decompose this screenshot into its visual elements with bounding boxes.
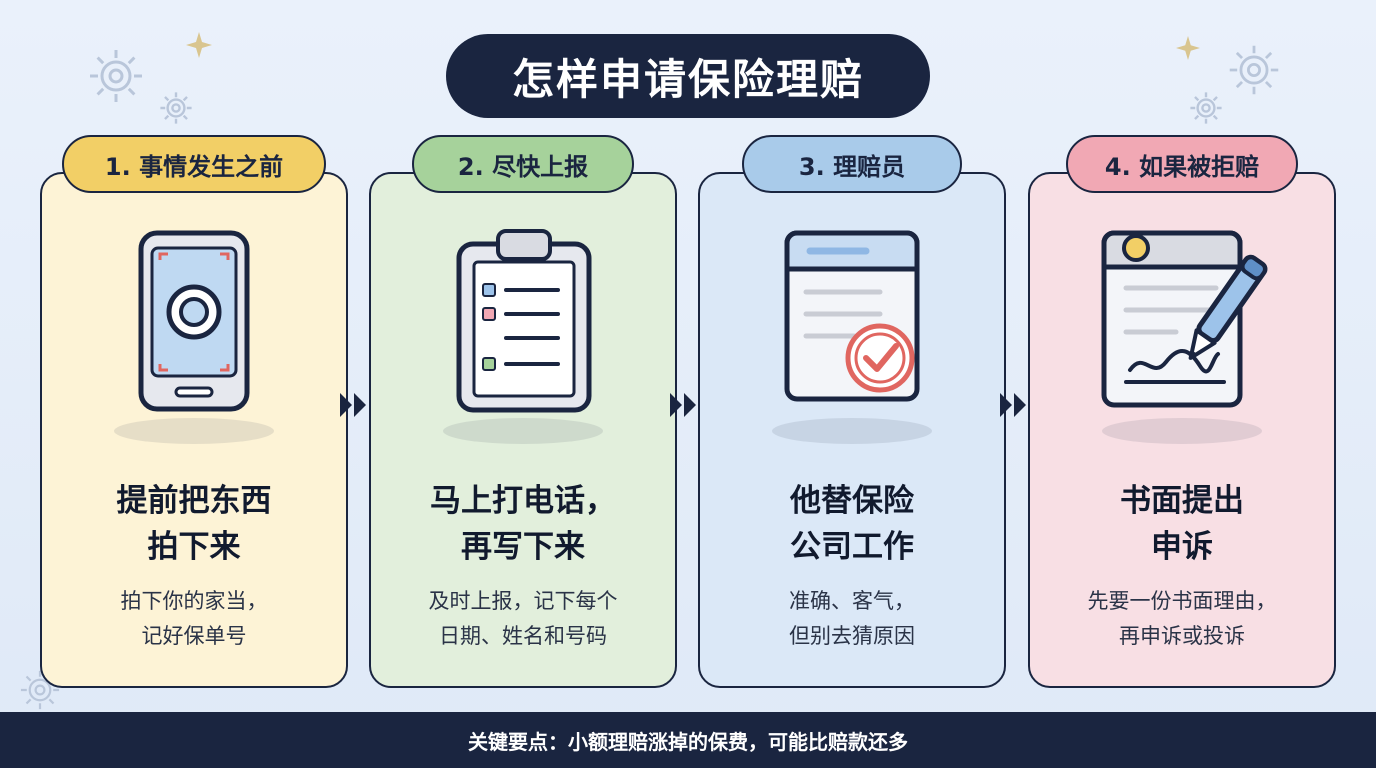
step-badge-4: 4. 如果被拒赔 bbox=[1066, 135, 1298, 193]
icon-shadow bbox=[1102, 418, 1262, 444]
step-badge-3: 3. 理赔员 bbox=[742, 135, 962, 193]
icon-shadow bbox=[772, 418, 932, 444]
gear-icon bbox=[160, 92, 192, 124]
gear-icon bbox=[1190, 92, 1222, 124]
step-desc-3: 准确、客气， 但别去猜原因 bbox=[789, 589, 915, 648]
chevron-right-icon bbox=[1000, 393, 1026, 417]
step-heading-1: 提前把东西 拍下来 bbox=[116, 483, 272, 565]
sparkle-icon bbox=[186, 32, 212, 58]
step-desc-2: 及时上报，记下每个 日期、姓名和号码 bbox=[428, 589, 618, 648]
document-check-icon bbox=[784, 230, 920, 402]
step-desc-1: 拍下你的家当， 记好保单号 bbox=[120, 589, 268, 648]
sparkle-icon bbox=[1176, 36, 1200, 60]
step-desc-4: 先要一份书面理由， 再申诉或投诉 bbox=[1087, 589, 1277, 648]
step-heading-3: 他替保险 公司工作 bbox=[790, 483, 914, 565]
icon-shadow bbox=[114, 418, 274, 444]
step-heading-2: 马上打电话， 再写下来 bbox=[430, 483, 616, 565]
step-badge-1: 1. 事情发生之前 bbox=[62, 135, 326, 193]
key-takeaway-footer: 关键要点：小额理赔涨掉的保费，可能比赔款还多 bbox=[0, 712, 1376, 768]
page-title: 怎样申请保险理赔 bbox=[446, 34, 930, 118]
phone-camera-icon bbox=[138, 230, 250, 412]
step-badge-2: 2. 尽快上报 bbox=[412, 135, 634, 193]
step-heading-4: 书面提出 申诉 bbox=[1120, 483, 1244, 565]
gear-icon bbox=[1229, 45, 1279, 95]
chevron-right-icon bbox=[340, 393, 366, 417]
icon-shadow bbox=[443, 418, 603, 444]
clipboard-checklist-icon bbox=[456, 229, 592, 413]
gear-icon bbox=[90, 50, 142, 102]
chevron-right-icon bbox=[670, 393, 696, 417]
gear-icon bbox=[20, 670, 60, 710]
document-pen-icon bbox=[1101, 230, 1268, 408]
